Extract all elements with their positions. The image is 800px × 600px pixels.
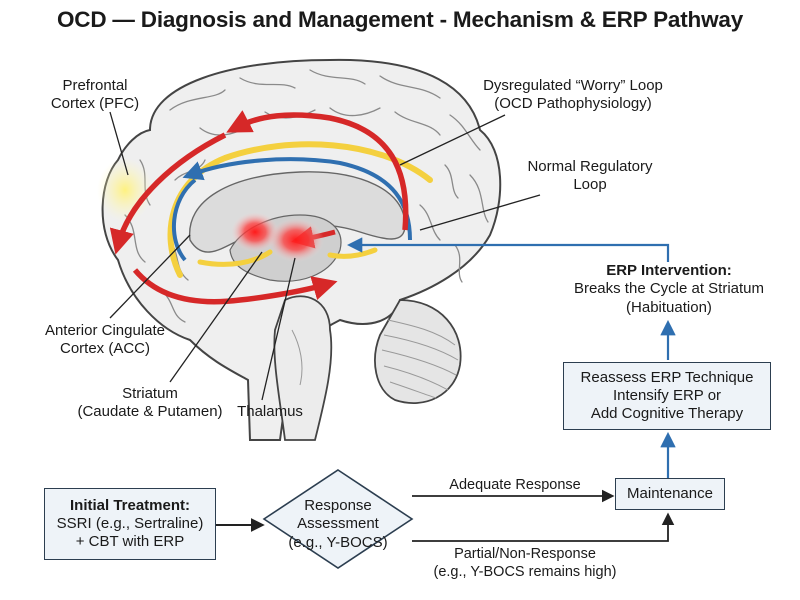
acc-leader <box>109 234 191 319</box>
striatum-leader <box>169 251 263 383</box>
striatum-label: Striatum (Caudate & Putamen) <box>77 385 223 421</box>
thalamus-hotspot <box>268 218 324 262</box>
pfc-glow <box>97 158 153 222</box>
yellow-loop-path <box>167 141 433 278</box>
normal-loop-label: Normal Regulatory Loop <box>527 158 653 194</box>
worry-leader <box>399 114 506 166</box>
worry-loop-left-path <box>109 132 227 255</box>
maintenance-box: Maintenance <box>615 478 725 510</box>
partial-response-arrow <box>412 512 675 542</box>
response-assessment-diamond <box>262 469 414 569</box>
reassess-box: Reassess ERP Technique Intensify ERP or … <box>563 362 771 430</box>
thalamus-leader <box>261 257 296 401</box>
worry-loop-lower-path <box>132 268 338 305</box>
response-assessment-label: Response Assessment (e.g., Y-BOCS) <box>288 497 388 551</box>
adequate-response-label: Adequate Response <box>449 477 581 493</box>
erp-feedback-arrow <box>346 237 670 262</box>
initial-treatment-box: Initial Treatment: SSRI (e.g., Sertralin… <box>44 488 216 560</box>
pfc-label: Prefrontal Cortex (PFC) <box>50 77 140 113</box>
page-title: OCD — Diagnosis and Management - Mechani… <box>56 7 744 32</box>
worry-loop-upper-path <box>226 110 409 231</box>
erp-intervention-label: ERP Intervention: Breaks the Cycle at St… <box>573 262 765 316</box>
pfc-leader <box>109 111 129 176</box>
striatum-hotspot <box>231 212 279 252</box>
worry-loop-label: Dysregulated “Worry” Loop (OCD Pathophys… <box>483 77 663 113</box>
partial-response-label: Partial/Non-Response (e.g., Y-BOCS remai… <box>433 546 617 580</box>
acc-label: Anterior Cingulate Cortex (ACC) <box>44 322 166 358</box>
thalamus-label: Thalamus <box>237 403 303 420</box>
normal-leader <box>419 194 541 231</box>
